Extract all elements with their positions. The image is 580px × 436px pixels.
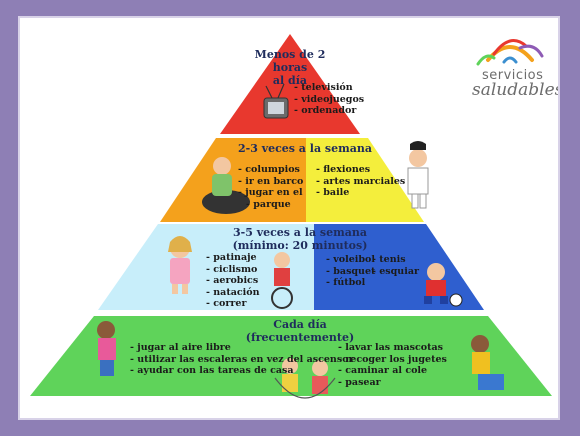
children-left-illustration xyxy=(97,321,116,376)
list-item: correr xyxy=(206,298,260,310)
tv-icon xyxy=(263,83,289,119)
list-item: lavar las mascotas xyxy=(338,342,447,354)
list-item-continuation: parque xyxy=(253,198,291,210)
list-item: columpios xyxy=(238,164,303,176)
logo-line2: saludables xyxy=(472,80,560,100)
tier-second-title: 2-3 veces a la semana xyxy=(238,142,372,155)
poster-card: servicios saludables Menos de 2 horas al… xyxy=(18,16,560,420)
list-item: ayudar con las tareas de casa xyxy=(130,365,354,377)
logo-icon xyxy=(476,39,544,66)
recycling-child-illustration xyxy=(471,335,504,390)
list-item: ir en barco xyxy=(238,176,303,188)
list-item: basquet xyxy=(326,266,375,278)
list-item: esquiar xyxy=(372,266,419,278)
tier-third-right-list-a: voleibol basquet fútbol xyxy=(326,254,375,289)
tier-bottom-right-list: lavar las mascotas recoger los jugetes c… xyxy=(338,342,447,388)
tier-second-right-list: flexiones artes marciales baile xyxy=(316,164,405,199)
tier-third-right-list-b: tenis esquiar xyxy=(372,254,419,277)
list-item: televisión xyxy=(294,82,364,94)
list-item: fútbol xyxy=(326,277,375,289)
tier-bottom-title-line2: (frecuentemente) xyxy=(245,331,355,344)
logo-line1: servicios xyxy=(482,68,544,83)
karate-child-illustration xyxy=(407,141,429,209)
list-item: pasear xyxy=(338,377,447,389)
tier-bottom-title: Cada día (frecuentemente) xyxy=(220,318,380,344)
list-item: tenis xyxy=(372,254,419,266)
list-item: caminar al cole xyxy=(338,365,447,377)
list-item: voleibol xyxy=(326,254,375,266)
list-item: baile xyxy=(316,187,405,199)
tier-third-left-list: patinaje ciclismo aerobics natación corr… xyxy=(206,252,260,310)
girl-illustration xyxy=(168,236,192,294)
list-item: flexiones xyxy=(316,164,405,176)
tier-bottom-title-line1: Cada día xyxy=(273,318,327,331)
cyclist-illustration xyxy=(271,252,293,309)
list-item: artes marciales xyxy=(316,176,405,188)
list-item: parque xyxy=(238,199,303,211)
list-item: ordenador xyxy=(294,105,364,117)
tier-bottom-left-list: jugar al aire libre utilizar las escaler… xyxy=(130,342,354,377)
soccer-child-illustration xyxy=(424,263,463,307)
list-item: jugar al aire libre xyxy=(130,342,354,354)
list-item: aerobics xyxy=(206,275,260,287)
list-item: patinaje xyxy=(206,252,260,264)
tier-second-left-list: columpios ir en barco jugar en el parque xyxy=(238,164,303,210)
list-item: videojuegos xyxy=(294,94,364,106)
list-item: jugar en el xyxy=(238,187,303,199)
tier-third-title: 3-5 veces a la semana (mínimo: 20 minuto… xyxy=(200,226,400,252)
tier-top-title-line1: Menos de 2 horas xyxy=(254,48,326,74)
list-item: ciclismo xyxy=(206,264,260,276)
list-item: utilizar las escaleras en vez del ascens… xyxy=(130,354,353,366)
list-item: natación xyxy=(206,287,259,299)
tier-top-title: Menos de 2 horas al día xyxy=(240,48,340,87)
tier-third-title-line1: 3-5 veces a la semana xyxy=(233,226,367,239)
list-item: recoger los jugetes xyxy=(338,354,447,366)
tier-top-list: televisión videojuegos ordenador xyxy=(294,82,364,117)
tier-third-title-line2: (mínimo: 20 minutos) xyxy=(232,239,368,252)
